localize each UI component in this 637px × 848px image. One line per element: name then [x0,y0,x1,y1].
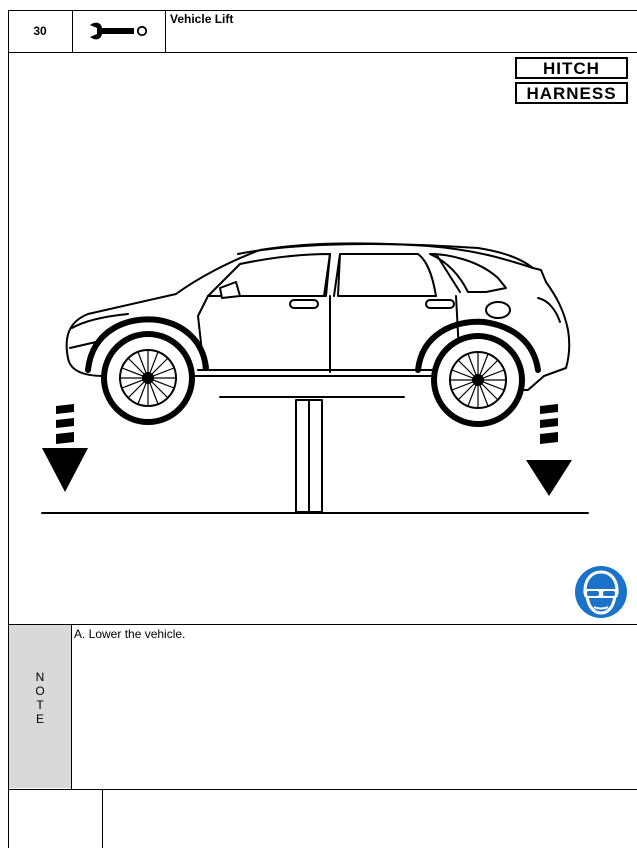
lower-arrow-right [526,404,572,496]
badge-line-1: HITCH [543,59,600,78]
wrench-icon [86,20,152,42]
step-number: 30 [8,24,72,38]
header-bottom-rule [8,52,637,53]
badge-line-2: HARNESS [526,84,616,103]
header-divider-2 [165,10,166,52]
note-letter: N [9,670,71,684]
note-label: N O T E [9,670,71,726]
harness-badge: HARNESS [515,82,628,104]
note-letter: E [9,712,71,726]
lower-arrow-left [42,404,88,492]
header-divider-1 [72,10,73,52]
note-divider [71,624,72,789]
note-top-rule [8,624,637,625]
bottom-divider [102,789,103,848]
rear-wheel [434,336,522,424]
note-letter: O [9,684,71,698]
note-letter: T [9,698,71,712]
front-wheel [104,334,192,422]
vehicle-lift-illustration [8,230,608,530]
lift-post [220,397,404,512]
hitch-badge: HITCH [515,57,628,79]
note-text: A. Lower the vehicle. [74,627,185,641]
safety-glasses-icon [570,565,632,619]
step-title: Vehicle Lift [170,12,233,26]
